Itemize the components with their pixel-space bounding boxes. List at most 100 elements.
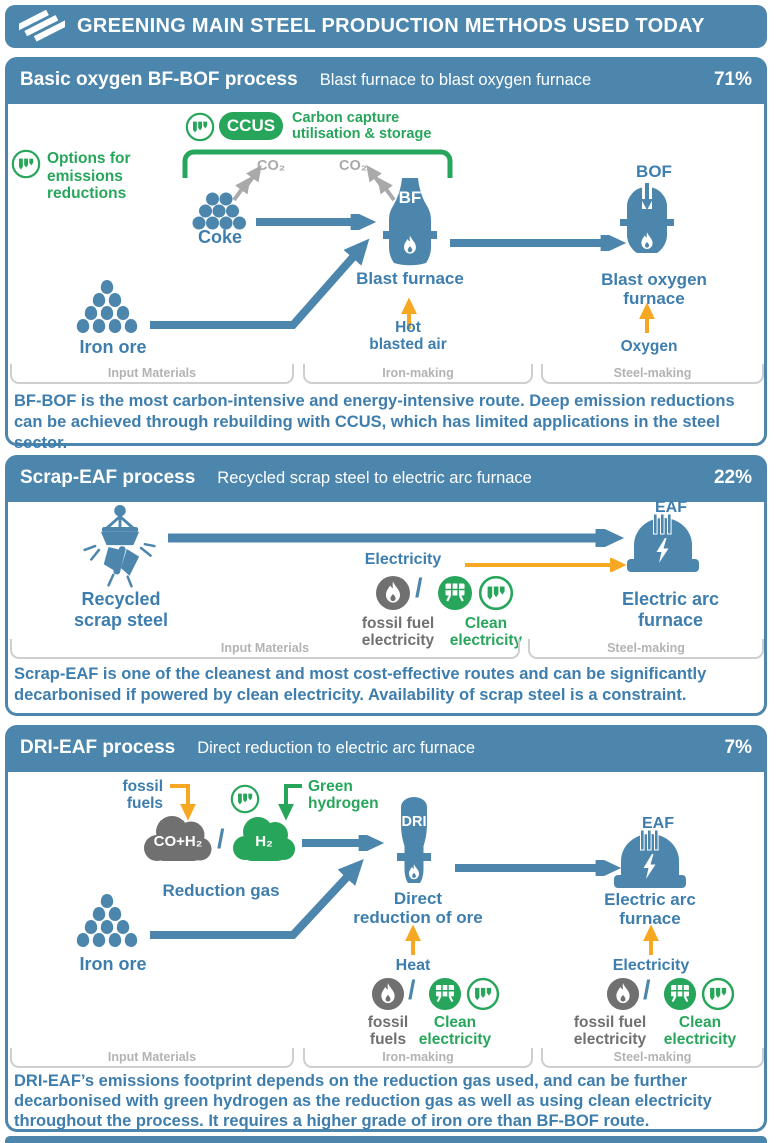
iron-ore-label: Iron ore <box>79 954 147 974</box>
dri-furnace-icon: DRI <box>388 795 440 889</box>
hot-blasted-air-label: Hot blasted air <box>369 319 447 353</box>
blast-oxygen-furnace-label: Blast oxygen furnace <box>601 270 707 308</box>
eaf-tag: EAF <box>642 815 674 832</box>
section-subtitle: Direct reduction to electric arc furnace <box>197 739 476 757</box>
electricity-label: Electricity <box>612 957 690 974</box>
stage-input-materials: Input Materials <box>10 639 520 659</box>
ccus-caption: Carbon capture utilisation & storage <box>292 110 432 142</box>
ccus-bracket <box>182 146 453 178</box>
svg-text:BF: BF <box>399 188 422 207</box>
syngas-cloud-label: CO+H₂ <box>153 833 203 850</box>
section-dri-eaf-header: DRI-EAF process Direct reduction to elec… <box>8 728 764 772</box>
electric-arc-furnace-label: Electric arc furnace <box>621 589 720 630</box>
steel-beams-icon <box>19 8 65 45</box>
section-bf-bof-header: Basic oxygen BF-BOF process Blast furnac… <box>8 60 764 104</box>
page-title: GREENING MAIN STEEL PRODUCTION METHODS U… <box>77 15 705 37</box>
clean-electricity-label: Clean electricity <box>663 1014 737 1048</box>
app-header: GREENING MAIN STEEL PRODUCTION METHODS U… <box>5 5 767 48</box>
eaf-tag: EAF <box>655 499 687 516</box>
fossil-fuel-label: fossil fuel electricity <box>361 615 435 649</box>
clean-electricity-label: Clean electricity <box>449 615 523 649</box>
arrow-ironore-to-dri <box>148 854 383 946</box>
share-value: 7% <box>724 737 752 758</box>
section-scrap-eaf-header: Scrap-EAF process Recycled scrap steel t… <box>8 458 764 502</box>
oxygen-label: Oxygen <box>620 338 678 355</box>
fossil-fuel-icon <box>371 977 405 1011</box>
arrow-bf-to-bof <box>450 235 630 251</box>
iron-ore-label: Iron ore <box>79 337 147 357</box>
section-subtitle: Recycled scrap steel to electric arc fur… <box>217 469 532 487</box>
svg-text:DRI: DRI <box>402 814 427 830</box>
stage-iron-making: Iron-making <box>303 1048 533 1068</box>
green-hydrogen-label: Green hydrogen <box>308 778 379 812</box>
arrow-coke-to-bf <box>256 214 380 230</box>
scrap-grabber-icon <box>80 504 160 592</box>
hydrogen-cloud-label: H₂ <box>255 833 273 850</box>
heat-arrow <box>405 925 421 957</box>
fossil-fuel-icon <box>606 977 640 1011</box>
stage-steel-making: Steel-making <box>541 364 764 384</box>
section-title: DRI-EAF process <box>20 737 176 758</box>
footer-strip <box>5 1136 767 1143</box>
oxygen-arrow <box>639 303 655 335</box>
arrow-gas-to-dri <box>302 835 388 851</box>
arrow-dri-to-eaf <box>455 860 625 876</box>
electricity-arrow <box>463 558 633 572</box>
clean-electricity-label: Clean electricity <box>418 1014 492 1048</box>
emissions-reduction-icon <box>11 149 41 179</box>
slash-divider: / <box>643 975 651 1005</box>
co2-arrows-left <box>228 160 262 204</box>
share-value: 22% <box>713 467 752 488</box>
clean-electricity-solar-icon <box>428 977 462 1011</box>
section-description: BF-BOF is the most carbon-intensive and … <box>14 392 735 452</box>
slash-divider: / <box>408 975 416 1005</box>
slash-divider: / <box>415 573 423 603</box>
section-scrap-eaf: Scrap-EAF process Recycled scrap steel t… <box>5 455 767 716</box>
heat-label: Heat <box>395 957 431 974</box>
clean-electricity-bars-icon <box>478 575 514 611</box>
blast-oxygen-furnace-icon <box>619 183 675 265</box>
coke-label: Coke <box>197 227 242 247</box>
electric-arc-furnace-icon <box>625 514 701 576</box>
section-bf-bof: Basic oxygen BF-BOF process Blast furnac… <box>5 57 767 452</box>
clean-electricity-solar-icon <box>437 575 473 611</box>
electricity-label: Electricity <box>364 551 442 568</box>
hot-air-arrow <box>401 297 417 331</box>
electric-arc-furnace-icon <box>612 830 688 892</box>
blast-furnace-icon: BF <box>383 177 437 269</box>
section-subtitle: Blast furnace to blast oxygen furnace <box>319 71 592 89</box>
iron-ore-icon <box>72 279 142 335</box>
clean-electricity-solar-icon <box>663 977 697 1011</box>
fossil-fuels-elbow-arrow <box>168 781 208 825</box>
electric-arc-furnace-label: Electric arc furnace <box>604 890 696 928</box>
green-hydrogen-bars-icon <box>230 784 260 814</box>
section-description: DRI-EAF’s emissions footprint depends on… <box>14 1072 712 1130</box>
direct-reduction-label: Direct reduction of ore <box>353 889 483 927</box>
stage-iron-making: Iron-making <box>303 364 533 384</box>
fossil-fuel-electricity-label: fossil fuel electricity <box>573 1014 647 1048</box>
syngas-cloud-icon <box>140 812 216 874</box>
coke-icon <box>192 192 247 230</box>
reduction-gas-label: Reduction gas <box>162 881 280 900</box>
arrow-scrap-to-eaf <box>168 529 630 547</box>
stage-input-materials: Input Materials <box>10 364 294 384</box>
blast-furnace-label: Blast furnace <box>356 269 464 288</box>
stage-steel-making: Steel-making <box>541 1048 764 1068</box>
share-value: 71% <box>713 69 752 90</box>
options-label: Options for emissions reductions <box>47 150 131 202</box>
section-description: Scrap-EAF is one of the cleanest and mos… <box>14 665 707 704</box>
fossil-fuels-label: fossil fuels <box>122 778 163 812</box>
arrow-ironore-to-bf <box>148 230 383 335</box>
section-title: Basic oxygen BF-BOF process <box>20 69 298 90</box>
bof-tag: BOF <box>636 162 672 181</box>
ccus-bars-icon <box>185 112 215 142</box>
co2-label-right: CO₂ <box>339 158 368 174</box>
co2-label-left: CO₂ <box>257 158 286 174</box>
iron-ore-icon <box>72 893 142 949</box>
clean-electricity-bars-icon <box>701 977 735 1011</box>
section-dri-eaf: DRI-EAF process Direct reduction to elec… <box>5 725 767 1132</box>
slash-divider: / <box>217 824 225 854</box>
electricity-arrow <box>643 925 659 957</box>
stage-input-materials: Input Materials <box>10 1048 294 1068</box>
